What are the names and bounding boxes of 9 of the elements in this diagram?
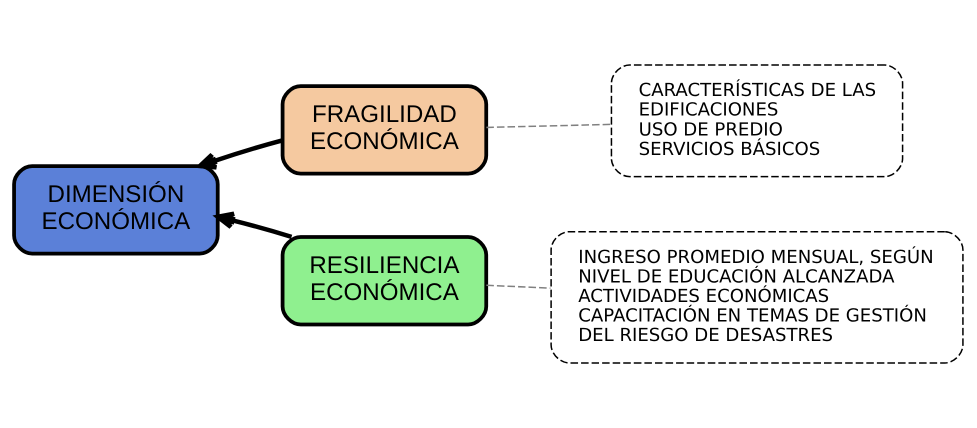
arrow [198, 138, 283, 170]
node-box: FRAGILIDAD ECONÓMICA [280, 84, 488, 176]
arrow [216, 212, 292, 240]
node-box: DIMENSIÓN ECONÓMICA [12, 164, 220, 256]
node-box: INGRESO PROMEDIO MENSUAL, SEGÚN NIVEL DE EDUCACIÓN ALCANZADA ACTIVIDADES ECONÓMICAS CAPACITACIÓN EN TEMAS DE GESTIÓN DEL RIESGO DE DESASTRES [550, 230, 964, 364]
connector [486, 124, 612, 128]
node-box: CARACTERÍSTICAS DE LAS EDIFICACIONES USO DE PREDIO SERVICIOS BÁSICOS [610, 64, 904, 178]
node-box: RESILIENCIA ECONÓMICA [280, 235, 488, 326]
connector [486, 284, 551, 289]
